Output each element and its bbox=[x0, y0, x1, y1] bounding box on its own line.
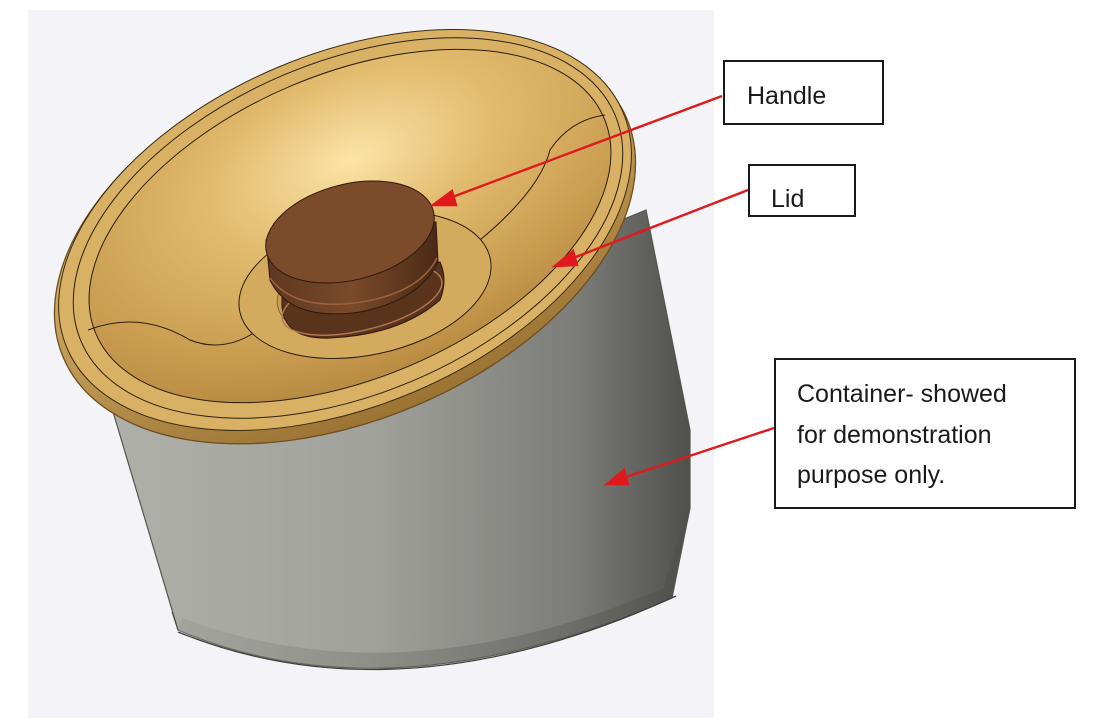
label-handle: Handle bbox=[747, 82, 827, 110]
callout-lid: Lid bbox=[748, 164, 856, 217]
arrow-handle-head bbox=[429, 189, 458, 207]
arrow-container-head bbox=[603, 467, 630, 486]
leader-arrows bbox=[429, 94, 775, 486]
callout-handle: Handle bbox=[723, 60, 884, 125]
arrow-lid-head bbox=[551, 248, 579, 268]
label-container-line: purpose only. bbox=[797, 461, 946, 489]
arrow-handle bbox=[446, 94, 723, 201]
handle-bevel bbox=[269, 257, 438, 305]
container-seam bbox=[171, 611, 179, 631]
label-container-line: for demonstration bbox=[797, 420, 992, 449]
callout-container: Container- showed for demonstration purp… bbox=[774, 358, 1076, 509]
arrow-lid bbox=[567, 188, 749, 262]
lid-rim-line bbox=[72, 37, 624, 419]
arrow-container bbox=[619, 426, 775, 481]
handle-top bbox=[265, 180, 435, 284]
container-base-edge bbox=[177, 595, 677, 671]
label-lid: Lid bbox=[771, 185, 805, 213]
label-container-line: Container- showed bbox=[797, 380, 1007, 408]
container-base-band bbox=[178, 512, 688, 669]
